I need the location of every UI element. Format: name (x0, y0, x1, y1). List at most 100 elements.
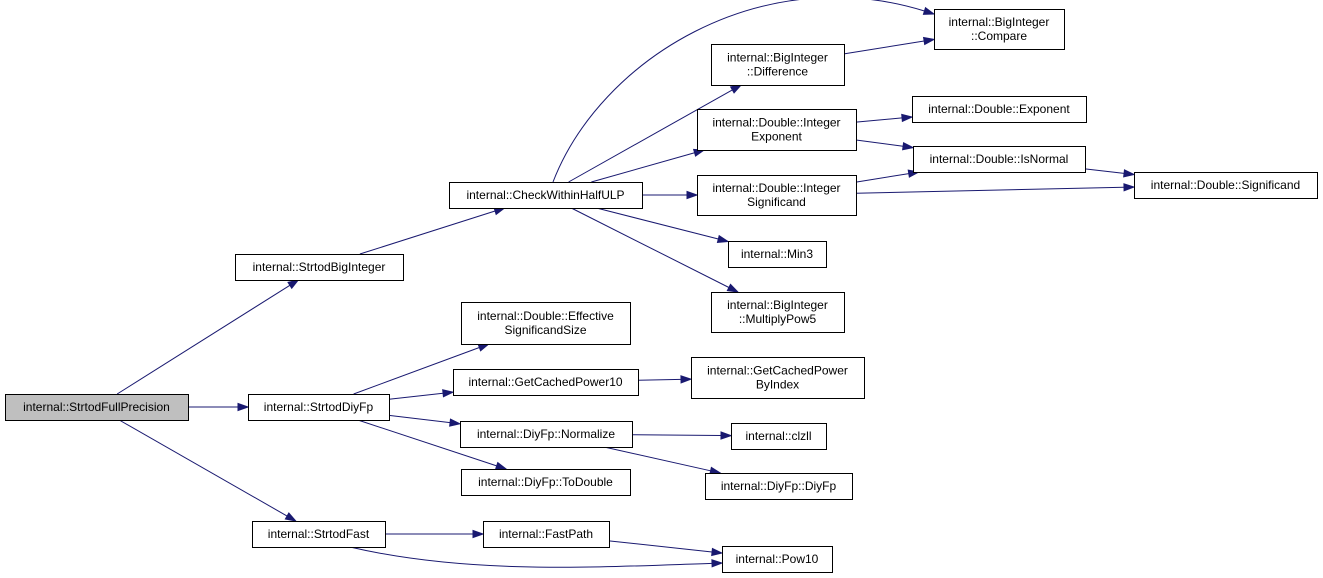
edge-normalize-to-clzll (631, 431, 733, 440)
node-label: internal::Double::IsNormal (930, 152, 1069, 166)
edge-line (608, 540, 713, 553)
node-label: internal::StrtodFullPrecision (23, 400, 170, 414)
arrow-head (686, 190, 699, 200)
edge-line (855, 139, 904, 147)
node-label: internal::CheckWithinHalfULP (466, 188, 624, 202)
node-box (731, 423, 827, 450)
edge-halfulp-to-min3 (596, 207, 730, 243)
node-root[interactable]: internal::StrtodFullPrecision (5, 394, 189, 421)
node-box (691, 357, 865, 399)
node-cachedpow10[interactable]: internal::GetCachedPower10 (453, 369, 639, 396)
edges-layer (116, 0, 1136, 568)
node-bigint[interactable]: internal::StrtodBigInteger (235, 254, 404, 281)
node-box (705, 473, 853, 500)
node-dblsig[interactable]: internal::Double::Significand (1134, 172, 1318, 199)
edge-root-to-diyfp (188, 402, 250, 412)
edge-line (118, 419, 288, 517)
edge-dblintexp-to-dblexp (855, 113, 914, 123)
edge-dblintexp-to-dblnormal (855, 139, 915, 151)
node-dblexp[interactable]: internal::Double::Exponent (912, 96, 1087, 123)
node-min3[interactable]: internal::Min3 (728, 241, 827, 268)
edge-root-to-bigint (116, 279, 300, 395)
node-label: ByIndex (756, 378, 799, 392)
node-label: ::Difference (747, 65, 808, 79)
node-box (483, 521, 610, 548)
edge-line (855, 186, 1125, 194)
edge-line (359, 210, 496, 255)
node-diyfpctor[interactable]: internal::DiyFp::DiyFp (705, 473, 853, 500)
node-box (697, 109, 857, 151)
arrow-head (720, 431, 733, 440)
node-bimulpow5[interactable]: internal::BigInteger::MultiplyPow5 (711, 292, 845, 333)
edge-line (637, 378, 682, 381)
node-effsig[interactable]: internal::Double::EffectiveSignificandSi… (461, 302, 631, 345)
arrow-head (711, 559, 724, 568)
node-label: internal::BigInteger (727, 298, 828, 312)
node-box (461, 302, 631, 345)
node-box (1134, 172, 1318, 199)
node-fast[interactable]: internal::StrtodFast (252, 521, 386, 548)
arrow-head (901, 113, 914, 123)
node-label: internal::Pow10 (736, 552, 819, 566)
edge-line (1084, 168, 1125, 174)
node-box (5, 394, 189, 421)
edge-dblintsig-to-dblsig (855, 183, 1136, 194)
edge-bidiff-to-bicmp (843, 36, 936, 55)
node-label: ::MultiplyPow5 (739, 312, 817, 326)
arrow-head (729, 84, 743, 94)
node-box (722, 546, 833, 573)
arrow-head (716, 234, 730, 243)
node-clzll[interactable]: internal::clzll (731, 423, 827, 450)
node-box (453, 369, 639, 396)
edge-bigint-to-halfulp (359, 207, 507, 255)
node-label: internal::Min3 (741, 247, 813, 261)
node-box (248, 394, 390, 421)
node-label: internal::Double::Significand (1151, 178, 1300, 192)
node-label: internal::Double::Integer (712, 116, 840, 130)
node-label: internal::StrtodFast (268, 527, 370, 541)
arrow-head (922, 36, 936, 46)
edge-line (388, 414, 451, 424)
arrow-head (1123, 183, 1136, 192)
edge-diyfp-to-cachedpow10 (388, 389, 455, 400)
node-label: internal::Double::Effective (477, 309, 614, 323)
arrow-head (902, 142, 915, 151)
node-todouble[interactable]: internal::DiyFp::ToDouble (461, 469, 631, 496)
edge-dblintsig-to-dblnormal (855, 169, 921, 183)
node-label: internal::Double::Integer (712, 181, 840, 195)
node-label: internal::FastPath (499, 527, 593, 541)
node-fastpath[interactable]: internal::FastPath (483, 521, 610, 548)
edge-halfulp-to-dblintsig (642, 190, 699, 200)
node-diyfp[interactable]: internal::StrtodDiyFp (248, 394, 390, 421)
edge-root-to-fast (118, 419, 298, 522)
edge-fastpath-to-pow10 (608, 540, 724, 557)
edge-line (357, 419, 497, 467)
edge-fast-to-pow10 (349, 546, 724, 568)
node-label: internal::Double::Exponent (928, 102, 1070, 116)
arrow-head (494, 461, 508, 470)
node-dblnormal[interactable]: internal::Double::IsNormal (913, 146, 1086, 173)
node-halfulp[interactable]: internal::CheckWithinHalfULP (449, 182, 643, 209)
node-box (697, 175, 857, 216)
nodes-layer: internal::StrtodFullPrecisioninternal::S… (5, 9, 1318, 573)
edge-line (631, 434, 722, 437)
node-label: internal::GetCachedPower10 (468, 375, 622, 389)
node-normalize[interactable]: internal::DiyFp::Normalize (460, 421, 633, 448)
node-box (711, 292, 845, 333)
arrow-head (477, 343, 491, 352)
arrow-head (711, 547, 724, 557)
edge-diyfp-to-normalize (388, 414, 462, 427)
arrow-head (726, 283, 740, 293)
node-pow10[interactable]: internal::Pow10 (722, 546, 833, 573)
edge-dblnormal-to-dblsig (1084, 168, 1136, 178)
edge-line (571, 207, 730, 288)
edge-cachedpow10-to-cachedbyidx (637, 375, 693, 384)
node-bicmp[interactable]: internal::BigInteger::Compare (934, 9, 1065, 50)
node-label: Exponent (751, 130, 802, 144)
node-bidiff[interactable]: internal::BigInteger::Difference (711, 44, 845, 86)
edge-line (604, 446, 711, 472)
